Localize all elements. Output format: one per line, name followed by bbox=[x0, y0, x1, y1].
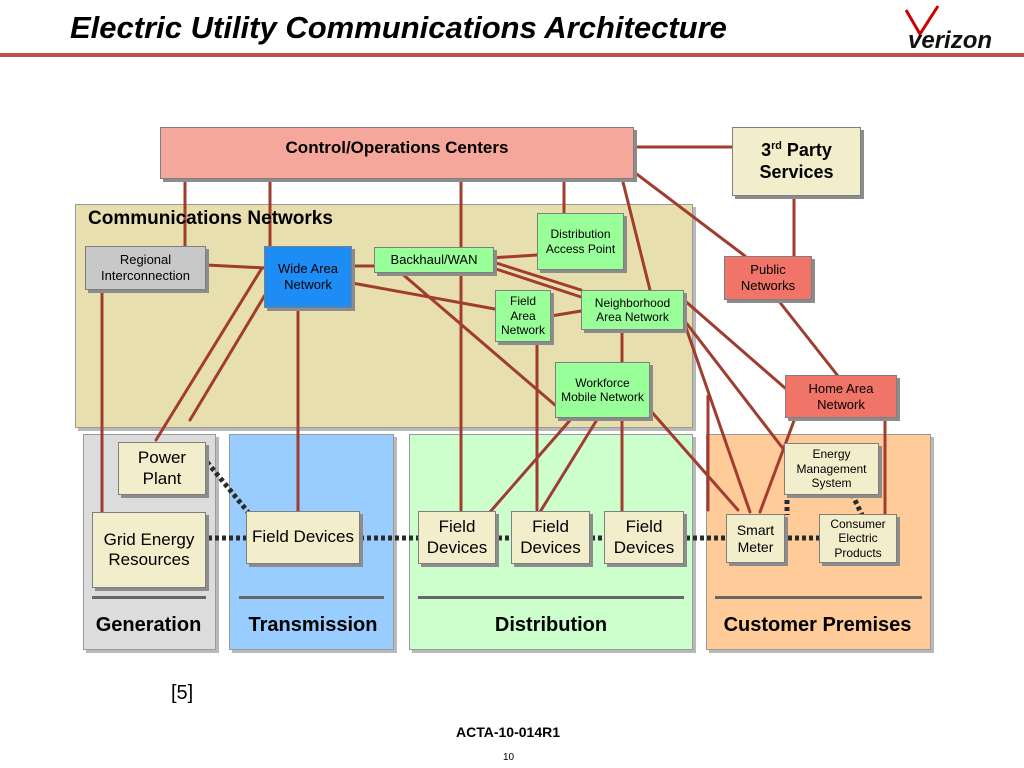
field-devices-transmission: Field Devices bbox=[246, 511, 360, 564]
page-title: Electric Utility Communications Architec… bbox=[70, 10, 727, 45]
field-devices-label: Field Devices bbox=[520, 517, 581, 557]
wide-area-network: Wide Area Network bbox=[264, 246, 352, 308]
distribution-access-point-label: Distribution Access Point bbox=[545, 227, 616, 256]
workforce-mobile-network: Workforce Mobile Network bbox=[555, 362, 650, 418]
consumer-electric-products-label: Consumer Electric Products bbox=[830, 516, 886, 560]
field-area-network: Field Area Network bbox=[495, 290, 551, 342]
power-plant-label: Power Plant bbox=[137, 448, 187, 488]
energy-management-system: Energy Management System bbox=[784, 443, 879, 495]
consumer-electric-products: Consumer Electric Products bbox=[819, 514, 897, 563]
third-party-services: 3rd Party Services bbox=[732, 127, 861, 196]
control-operations-centers: Control/Operations Centers bbox=[160, 127, 634, 179]
generation-divider bbox=[92, 596, 206, 599]
distribution-divider bbox=[418, 596, 684, 599]
reference-citation: [5] bbox=[171, 682, 194, 704]
backhaul-wan: Backhaul/WAN bbox=[374, 247, 494, 273]
workforce-mobile-network-label: Workforce Mobile Network bbox=[561, 375, 644, 404]
third-party-services-label: 3rd Party Services bbox=[759, 139, 834, 182]
distribution-access-point: Distribution Access Point bbox=[537, 213, 624, 270]
smart-meter-label: Smart Meter bbox=[736, 521, 775, 555]
verizon-logo: verizon bbox=[904, 5, 992, 54]
transmission-divider bbox=[239, 596, 384, 599]
control-operations-centers-label: Control/Operations Centers bbox=[285, 138, 509, 157]
grid-energy-resources-label: Grid Energy Resources bbox=[103, 529, 195, 569]
transmission-label: Transmission bbox=[248, 614, 378, 636]
regional-interconnection: Regional Interconnection bbox=[85, 246, 206, 290]
customer-premises-divider bbox=[715, 596, 922, 599]
regional-interconnection-label: Regional Interconnection bbox=[101, 252, 190, 283]
smart-meter: Smart Meter bbox=[726, 514, 785, 563]
backhaul-wan-label: Backhaul/WAN bbox=[390, 252, 478, 268]
neighborhood-area-network: Neighborhood Area Network bbox=[581, 290, 684, 330]
page-number: 10 bbox=[503, 752, 515, 763]
neighborhood-area-network-label: Neighborhood Area Network bbox=[594, 295, 671, 324]
field-devices-label: Field Devices bbox=[251, 527, 355, 547]
distribution-label: Distribution bbox=[494, 614, 608, 636]
field-devices-label: Field Devices bbox=[613, 517, 675, 557]
field-devices-label: Field Devices bbox=[426, 517, 488, 557]
field-devices-distribution-2: Field Devices bbox=[511, 511, 590, 564]
home-area-network-label: Home Area Network bbox=[808, 380, 874, 412]
field-area-network-label: Field Area Network bbox=[500, 294, 545, 338]
field-devices-distribution-1: Field Devices bbox=[418, 511, 496, 564]
energy-management-system-label: Energy Management System bbox=[796, 447, 867, 491]
svg-text:verizon: verizon bbox=[908, 27, 992, 54]
home-area-network: Home Area Network bbox=[785, 375, 897, 418]
customer-premises-label: Customer Premises bbox=[723, 614, 912, 636]
grid-energy-resources: Grid Energy Resources bbox=[92, 512, 206, 588]
public-networks-label: Public Networks bbox=[740, 262, 796, 293]
wide-area-network-label: Wide Area Network bbox=[278, 261, 338, 292]
document-id: ACTA-10-014R1 bbox=[456, 724, 560, 740]
public-networks: Public Networks bbox=[724, 256, 812, 300]
power-plant: Power Plant bbox=[118, 442, 206, 495]
title-underline bbox=[0, 53, 1024, 57]
communications-networks-title: Communications Networks bbox=[88, 208, 333, 229]
generation-label: Generation bbox=[95, 614, 202, 636]
field-devices-distribution-3: Field Devices bbox=[604, 511, 684, 564]
